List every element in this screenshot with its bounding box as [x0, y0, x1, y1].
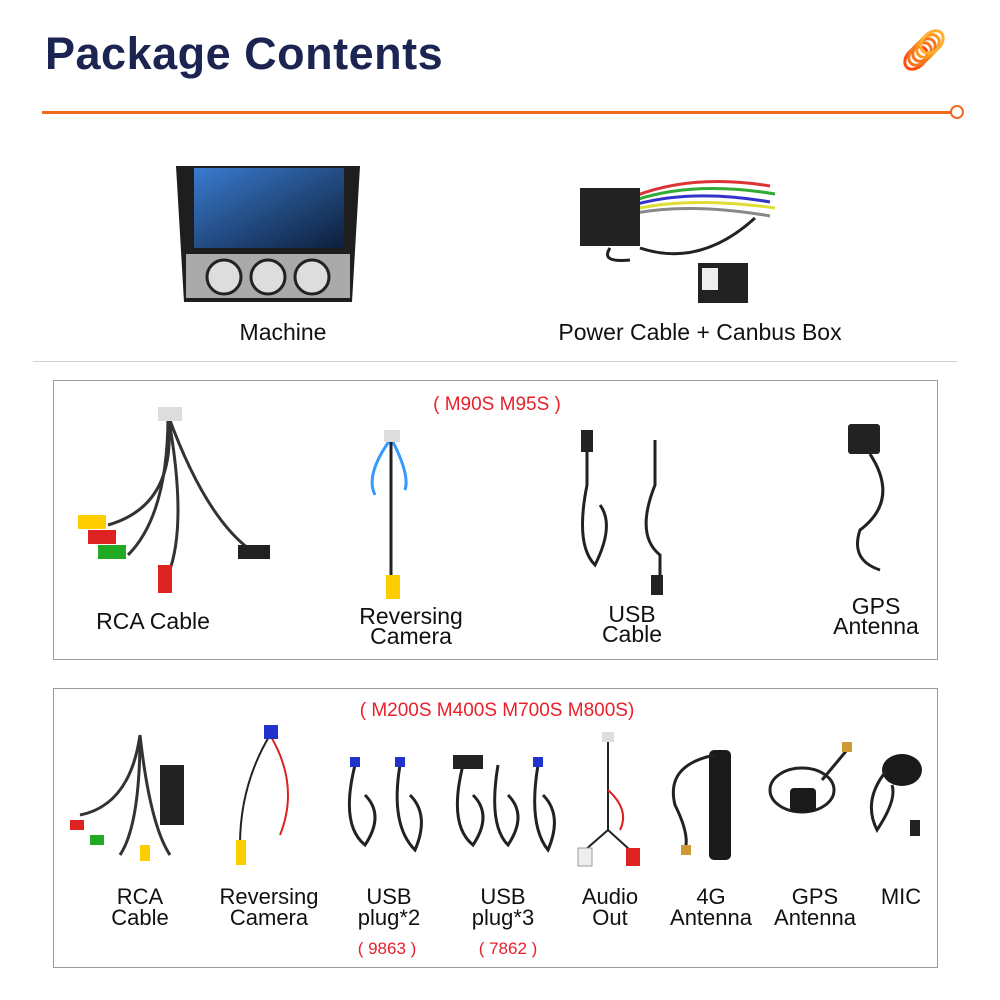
power-cable-image — [580, 180, 776, 303]
reversing-camera-cable-image — [236, 725, 289, 865]
4g-antenna-image — [671, 750, 731, 860]
rca-cable-image — [70, 734, 184, 861]
item-label-reversing-camera: Reversing Camera — [219, 884, 319, 930]
usb-plug-2-note: ( 9863 ) — [357, 939, 417, 958]
item-label-gps-antenna: GPS Antenna — [833, 593, 919, 639]
section-divider — [33, 361, 957, 362]
header-rule-dot — [950, 105, 964, 119]
gps-antenna-image — [768, 742, 852, 814]
gps-antenna-image — [848, 424, 885, 572]
item-label-audio-out: Audio Out — [581, 884, 639, 930]
item-label-gps-antenna: GPS Antenna — [774, 884, 856, 930]
rca-cable-image — [78, 407, 270, 593]
item-label-usb-plug-2: USB plug*2 — [357, 884, 421, 930]
models-label: ( M90S M95S ) — [433, 394, 561, 415]
item-label-machine: Machine — [239, 319, 327, 345]
item-label-rca-cable: RCA Cable — [96, 608, 210, 634]
item-label-usb-cable: USB Cable — [601, 601, 663, 647]
usb-plug-3-note: ( 7862 ) — [478, 939, 538, 958]
item-label-4g-antenna: 4G Antenna — [670, 884, 752, 930]
usb-plug-2-image — [347, 757, 423, 853]
mic-image — [869, 754, 922, 836]
usb-cable-image — [581, 430, 663, 595]
item-label-power-cable: Power Cable + Canbus Box — [558, 319, 842, 345]
models-label: ( M200S M400S M700S M800S) — [359, 700, 635, 721]
header-rule — [42, 111, 952, 114]
accessory-box-m90s — [53, 380, 938, 660]
item-label-usb-plug-3: USB plug*3 — [471, 884, 535, 930]
usb-plug-3-image — [453, 755, 556, 853]
reversing-camera-cable-image — [370, 430, 408, 599]
item-label-mic: MIC — [880, 884, 922, 909]
page-title: Package Contents — [45, 28, 444, 79]
accessory-box-m200s — [53, 688, 938, 968]
item-label-rca-cable: RCA Cable — [111, 884, 169, 930]
coil-logo-icon — [903, 29, 945, 71]
audio-out-cable-image — [577, 732, 640, 867]
machine-image — [176, 166, 360, 302]
item-label-reversing-camera: Reversing Camera — [359, 603, 463, 649]
